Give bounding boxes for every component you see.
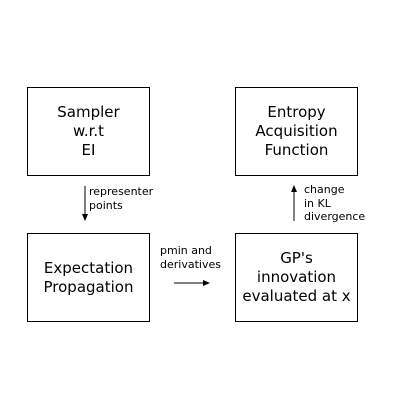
entropy-line-1: Entropy — [267, 103, 326, 121]
sampler-node: Sampler w.r.t EI — [27, 87, 150, 176]
label-representer-points-line-2: points — [89, 198, 123, 212]
expectation-line-2: Propagation — [43, 277, 134, 296]
label-kl-divergence-line-2: in KL — [304, 196, 331, 210]
label-pmin-derivatives-line-2: derivatives — [160, 257, 221, 271]
sampler-line-1: Sampler — [57, 103, 120, 121]
arrow-expectation-to-innovation — [174, 280, 210, 286]
gp-innovation-node: GP's innovation evaluated at x — [235, 233, 358, 322]
label-kl-divergence-line-3: divergence — [304, 210, 366, 223]
entropy-acquisition-node: Entropy Acquisition Function — [235, 87, 358, 176]
sampler-line-2: w.r.t — [72, 122, 105, 140]
arrow-sampler-to-expectation — [82, 186, 88, 221]
entropy-line-2: Acquisition — [255, 122, 338, 140]
label-kl-divergence-line-1: change — [304, 183, 345, 196]
label-pmin-derivatives-line-1: pmin and — [160, 244, 212, 257]
innovation-line-3: evaluated at x — [242, 287, 351, 305]
label-pmin-derivatives: pmin and derivatives — [160, 244, 221, 271]
label-representer-points: representer points — [89, 185, 153, 212]
entropy-line-3: Function — [264, 141, 329, 159]
expectation-propagation-node: Expectation Propagation — [27, 233, 150, 322]
sampler-line-3: EI — [81, 141, 96, 159]
label-kl-divergence: change in KL divergence — [304, 183, 365, 224]
innovation-line-2: innovation — [256, 268, 337, 286]
expectation-line-1: Expectation — [43, 258, 134, 277]
label-representer-points-line-1: representer — [89, 185, 154, 198]
innovation-line-1: GP's — [280, 249, 313, 267]
arrow-innovation-to-entropy — [291, 185, 297, 221]
